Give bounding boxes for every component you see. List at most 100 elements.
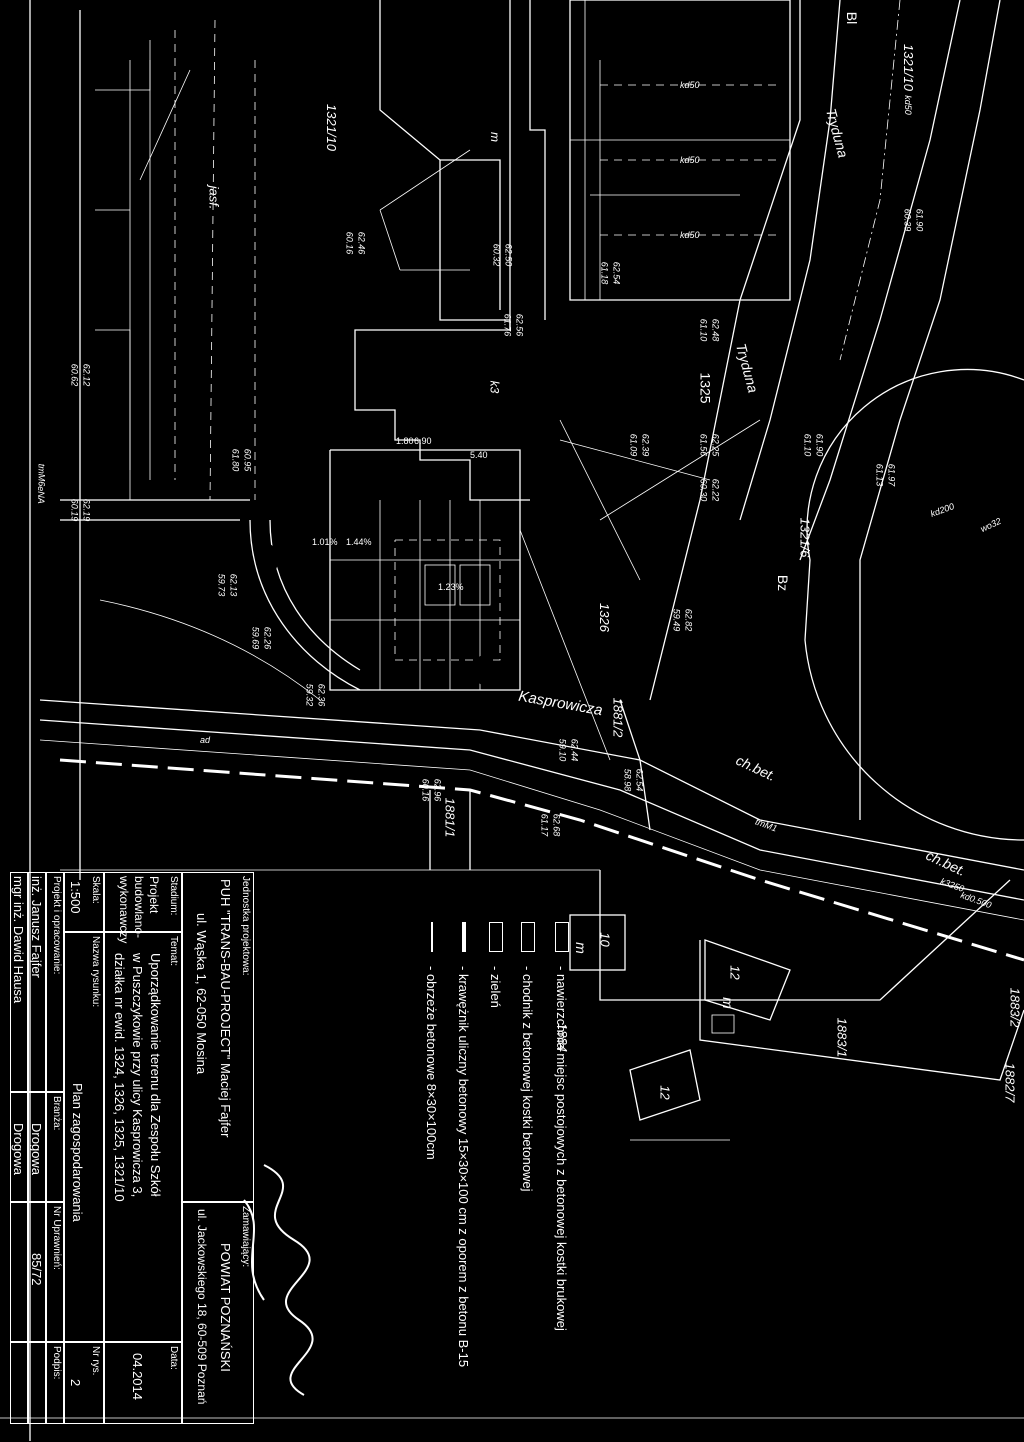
legend-text: - krawężnik uliczny betonowy 15×30×100 c… — [456, 966, 472, 1368]
parcel-boundary — [619, 699, 651, 831]
road-axis — [59, 758, 1024, 962]
person-1-sign-cell — [28, 1342, 46, 1424]
line-label: kd50 — [680, 80, 700, 90]
client-label: Zamawiający: — [240, 1206, 251, 1268]
survey-line — [519, 529, 611, 761]
legend-row: - chodnik z betonowej kostki betonowej — [516, 922, 540, 1191]
parcel-boundary — [209, 19, 216, 501]
drawing-number-value: 2 — [68, 1379, 83, 1387]
dimension-label: 1.44% — [346, 537, 372, 547]
stage-cell: Stadium: Projekt budowlano-wykonawczy — [104, 872, 182, 944]
sign-label: Podpis: — [51, 1346, 62, 1380]
building-outline — [569, 914, 626, 971]
building-outline — [704, 939, 791, 1021]
topic-line-1: Uporządkowanie terenu dla Zespołu Szkół — [148, 953, 163, 1197]
person-2-sign-cell — [10, 1342, 28, 1424]
path-edge — [249, 519, 361, 691]
building-outline — [95, 60, 151, 91]
building-outline — [440, 159, 501, 310]
line-label: kd50 — [680, 230, 700, 240]
legend: - nawierzchnia miejsc postojowych z beto… — [394, 922, 574, 1442]
tree-symbol — [258, 544, 278, 576]
drawing-name-value: Plan zagospodarowania — [70, 1083, 85, 1222]
topic-line-2: w Puszczykowie przy ulicy Kasprowicza 3, — [130, 953, 145, 1198]
scale-cell: Skala: 1:500 — [64, 872, 104, 932]
person-1-branch-cell: Drogowa — [28, 1092, 46, 1202]
title-block: Jednostka projektowa: PUH "TRANS-BAU-PRO… — [10, 872, 254, 1424]
legend-text: - obrzeże betonowe 8×30×100cm — [424, 966, 440, 1160]
building-outline — [569, 0, 791, 301]
road-edge — [39, 739, 1024, 921]
design-unit-address: ul. Wąska 1, 62-050 Mosina — [194, 913, 209, 1075]
dimension-label: 6.90 — [414, 436, 432, 446]
dimension-label: 1.80 — [396, 436, 414, 446]
drawing-number-cell: Nr rys. 2 — [64, 1342, 104, 1424]
building-outline — [529, 0, 546, 320]
date-label: Data: — [168, 1346, 179, 1370]
sign-header-cell: Podpis: — [46, 1342, 64, 1424]
roundabout-edge — [804, 368, 1024, 841]
line-label: kd50 — [680, 155, 700, 165]
path-edge — [99, 599, 321, 701]
survey-line — [379, 149, 471, 211]
road-edge — [799, 0, 961, 561]
legend-symbol-thick-line — [462, 922, 466, 952]
building-outline — [95, 329, 131, 470]
survey-line — [559, 419, 641, 581]
legend-symbol-box — [489, 922, 503, 952]
person-2-permit-cell — [10, 1202, 28, 1342]
topic-cell: Temat: Uporządkowanie terenu dla Zespołu… — [104, 932, 182, 1342]
person-1-cell: inż. Janusz Fajfer — [28, 872, 46, 1092]
person-1-permit: 85/72 — [29, 1253, 44, 1286]
client-address: ul. Jackowskiego 18, 60-509 Poznań — [195, 1209, 209, 1405]
building-outline — [711, 1014, 735, 1034]
permit-header-cell: Nr Uprawnień: — [46, 1202, 64, 1342]
designed-label: Projekt i opracowanie: — [51, 876, 62, 975]
person-1-permit-cell: 85/72 — [28, 1202, 46, 1342]
parcel-boundary — [699, 940, 1024, 1081]
legend-symbol-box — [521, 922, 535, 952]
dimension-label: 5.40 — [470, 450, 488, 460]
topic-label: Temat: — [168, 936, 179, 967]
survey-line — [559, 439, 711, 481]
person-1-branch: Drogowa — [29, 1123, 44, 1176]
parking-bay — [394, 539, 501, 661]
parking-area — [329, 449, 521, 691]
drawing-number-label: Nr rys. — [90, 1346, 101, 1376]
person-2-cell: mgr inż. Dawid Hausa — [10, 872, 28, 1092]
client-name: POWIAT POZNAŃSKI — [218, 1243, 233, 1372]
stage-label: Stadium: — [168, 876, 179, 916]
tree-symbol — [475, 654, 495, 686]
handwritten-signature — [234, 1160, 324, 1400]
designed-header-cell: Projekt i opracowanie: — [46, 872, 64, 1092]
drawing-name-label: Nazwa rysunku: — [90, 936, 101, 1008]
legend-row: - obrzeże betonowe 8×30×100cm — [420, 922, 444, 1160]
drawing-name-cell: Nazwa rysunku: Plan zagospodarowania — [64, 932, 104, 1342]
legend-symbol-thin-line — [431, 922, 433, 952]
legend-row: - nawierzchnia miejsc postojowych z beto… — [550, 922, 574, 1331]
parcel-boundary — [599, 870, 1011, 1001]
legend-row: - krawężnik uliczny betonowy 15×30×100 c… — [452, 922, 476, 1367]
design-unit-name: PUH "TRANS-BAU-PROJECT" Maciej Fajfer — [218, 879, 233, 1138]
design-unit-cell: Jednostka projektowa: PUH "TRANS-BAU-PRO… — [182, 872, 254, 1202]
road-axis — [839, 0, 901, 361]
topic-line-3: działka nr ewid. 1324, 1326, 1325, 1321/… — [112, 953, 127, 1202]
person-2-branch-cell: Drogowa — [10, 1092, 28, 1202]
legend-text: - zieleń — [488, 966, 504, 1008]
legend-text: - chodnik z betonowej kostki betonowej — [520, 966, 536, 1192]
dimension-label: 1.01% — [312, 537, 338, 547]
legend-symbol-box — [555, 922, 569, 952]
date-cell: Data: 04.2014 — [104, 1342, 182, 1424]
dimension-label: 1.23% — [438, 582, 464, 592]
building-outline — [629, 1049, 701, 1121]
person-1-name: inż. Janusz Fajfer — [29, 876, 44, 978]
line-label: ad — [200, 735, 211, 745]
permit-label: Nr Uprawnień: — [51, 1206, 62, 1270]
grid-line — [139, 69, 191, 181]
date-value: 04.2014 — [130, 1353, 145, 1400]
legend-row: - zieleń — [484, 922, 508, 1008]
road-edge — [859, 0, 1001, 820]
survey-line — [379, 209, 401, 271]
stage-value: Projekt budowlano-wykonawczy — [117, 876, 161, 944]
